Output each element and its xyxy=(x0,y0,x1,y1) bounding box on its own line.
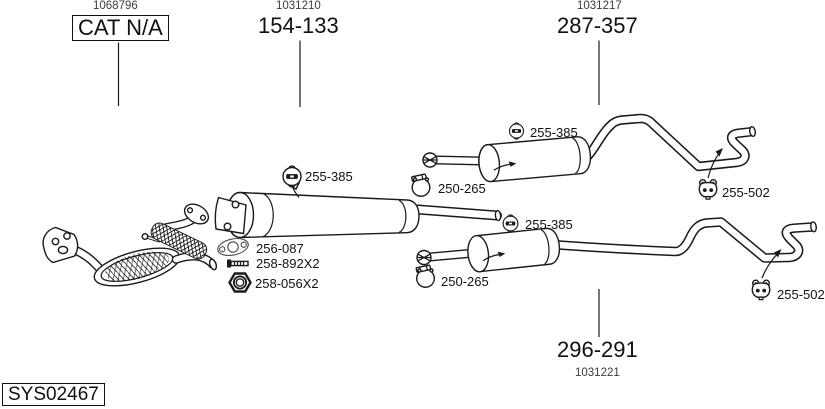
part-label-hanger-upper: 255-385 xyxy=(530,125,578,140)
section-label-rear-upper: 287-357 xyxy=(557,13,638,38)
ref-number-center-muffler: 1031210 xyxy=(276,0,321,12)
part-label-tail-hanger-lower: 255-502 xyxy=(777,287,825,302)
part-label-clamp-lower: 250-265 xyxy=(441,274,489,289)
part-label-bolt: 258-892X2 xyxy=(256,256,320,271)
inlet-tip-icon xyxy=(416,249,432,266)
inlet-tip-icon xyxy=(422,152,438,168)
part-label-nut: 258-056X2 xyxy=(255,276,319,291)
tail-hanger-icon xyxy=(751,279,771,301)
rubber-hanger-icon xyxy=(508,122,525,140)
rear-system-lower-drawing xyxy=(415,214,817,301)
part-label-hanger-center: 255-385 xyxy=(305,169,353,184)
part-label-tail-hanger-upper: 255-502 xyxy=(722,185,770,200)
ref-number-rear-lower: 1031221 xyxy=(575,367,620,379)
manifold-flange xyxy=(183,203,210,225)
part-label-clamp-upper: 250-265 xyxy=(438,181,486,196)
nut-icon xyxy=(228,272,252,293)
rubber-hanger-icon xyxy=(282,165,302,188)
gasket-icon xyxy=(215,235,251,259)
rubber-hanger-icon xyxy=(502,214,519,233)
part-label-gasket: 256-087 xyxy=(256,241,304,256)
ref-number-rear-upper: 1031217 xyxy=(577,0,622,12)
bolt-icon xyxy=(226,258,249,269)
section-label-center-muffler: 154-133 xyxy=(258,13,339,38)
section-leader-lines xyxy=(117,40,600,337)
rear-system-upper-drawing xyxy=(410,113,756,200)
ref-number-front-pipe: 1068796 xyxy=(93,0,138,12)
section-label-cat: CAT N/A xyxy=(72,15,169,41)
tail-hanger-icon xyxy=(698,178,718,200)
pipe-clamp-icon xyxy=(415,264,435,288)
front-flange xyxy=(42,226,79,264)
section-label-rear-lower: 296-291 xyxy=(557,337,638,362)
part-label-hanger-lower: 255-385 xyxy=(525,217,573,232)
system-id-badge: SYS02467 xyxy=(2,383,105,406)
pipe-clamp-icon xyxy=(410,173,431,197)
